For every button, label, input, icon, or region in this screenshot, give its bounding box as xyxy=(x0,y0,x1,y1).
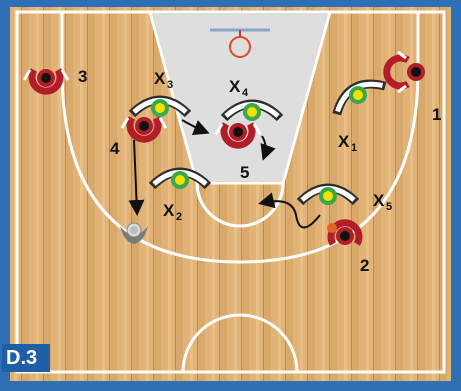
defense-player-x2 xyxy=(148,167,212,190)
defense-player-x5 xyxy=(296,183,360,206)
figure-label: D.3 xyxy=(2,344,50,372)
three-point-line xyxy=(60,12,420,264)
label-x5: X 5 xyxy=(373,191,392,213)
svg-text:3: 3 xyxy=(167,79,173,91)
offense-player-5 xyxy=(214,122,262,149)
svg-text:X: X xyxy=(229,77,241,96)
pass-arrow-2 xyxy=(258,192,321,229)
svg-text:X: X xyxy=(163,201,175,220)
rotation-arrow-x4 xyxy=(260,135,276,161)
label-x1: X 1 xyxy=(338,132,357,154)
rim xyxy=(229,36,251,58)
label-x3: X 3 xyxy=(154,69,173,91)
paint-area xyxy=(152,13,328,181)
ball xyxy=(327,223,337,233)
svg-text:4: 4 xyxy=(242,87,249,99)
label-player-2: 2 xyxy=(360,256,369,275)
defense-player-x4 xyxy=(220,99,284,122)
rotation-arrow-x3 xyxy=(181,119,210,135)
defense-player-x1 xyxy=(332,79,387,116)
svg-text:X: X xyxy=(154,69,166,88)
lane-lines xyxy=(148,11,332,185)
label-player-5: 5 xyxy=(240,163,249,182)
label-player-1: 1 xyxy=(432,105,441,124)
label-player-4: 4 xyxy=(110,139,120,158)
svg-text:X: X xyxy=(338,132,350,151)
offense-player-4 xyxy=(120,116,168,143)
label-x2: X 2 xyxy=(163,201,182,223)
defense-player-x3 xyxy=(128,95,192,118)
cut-arrow-4 xyxy=(128,139,145,216)
offense-player-2 xyxy=(327,219,363,246)
svg-text:5: 5 xyxy=(386,201,392,213)
offense-player-3 xyxy=(22,68,70,95)
label-x4: X 4 xyxy=(229,77,249,99)
svg-text:X: X xyxy=(373,191,385,210)
ghost-player-4 xyxy=(120,222,148,244)
svg-text:1: 1 xyxy=(351,142,357,154)
basket xyxy=(210,28,270,58)
svg-text:2: 2 xyxy=(176,211,182,223)
offense-player-1 xyxy=(383,50,425,94)
center-circle xyxy=(181,313,299,373)
label-player-3: 3 xyxy=(78,67,87,86)
